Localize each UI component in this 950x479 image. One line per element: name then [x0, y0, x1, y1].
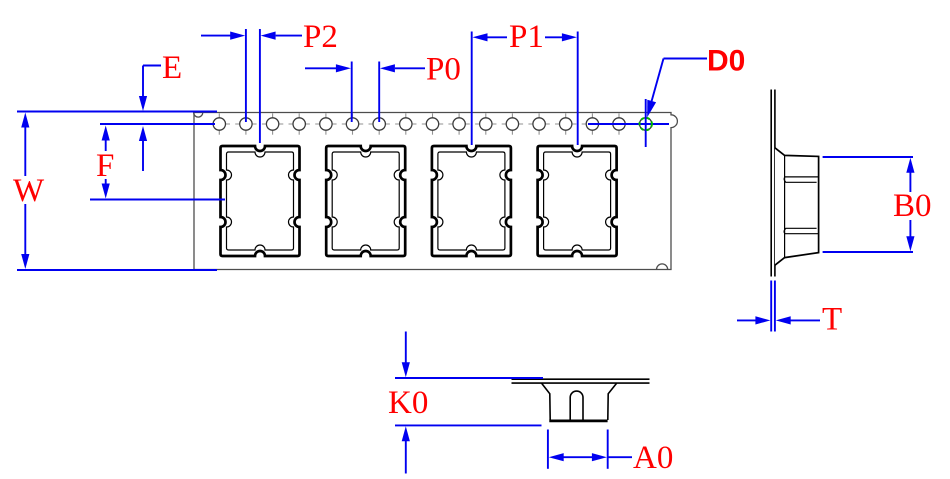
label-d0: D0 — [707, 45, 745, 78]
dimension-p2 — [201, 29, 302, 143]
label-k0: K0 — [388, 385, 428, 421]
sprocket-hole — [287, 112, 311, 136]
dimension-b0 — [822, 156, 915, 253]
component-pocket-3 — [430, 144, 513, 258]
component-pocket-2 — [324, 144, 407, 258]
component-pockets — [219, 144, 618, 258]
dimension-f — [90, 125, 225, 201]
tape-side-view — [770, 89, 820, 277]
dimension-labels: W E F P2 P0 P1 D0 B0 T K0 A0 — [13, 19, 932, 476]
d0-hole-highlight — [638, 116, 653, 132]
tape-break-mark-bottom-right — [655, 263, 669, 270]
sprocket-hole — [314, 112, 338, 136]
component-pocket-4 — [536, 144, 618, 258]
sprocket-hole — [554, 112, 578, 136]
sprocket-hole — [474, 112, 498, 136]
section-pocket-left-wall — [540, 382, 551, 421]
sprocket-hole — [527, 112, 551, 136]
dimension-e — [100, 64, 215, 171]
dimension-a0 — [546, 429, 632, 469]
sprocket-hole — [501, 112, 524, 136]
label-p0: P0 — [426, 52, 461, 88]
label-b0: B0 — [893, 188, 932, 224]
section-pocket-center-slot — [567, 390, 586, 422]
label-a0: A0 — [633, 440, 673, 476]
label-w: W — [13, 173, 45, 209]
label-p1: P1 — [509, 19, 544, 55]
sprocket-hole — [261, 112, 284, 136]
label-e: E — [162, 50, 182, 86]
dimension-p0 — [305, 61, 425, 122]
side-pocket-profile — [774, 147, 820, 266]
sprocket-hole — [447, 112, 471, 136]
side-pocket-groove-upper — [783, 176, 819, 183]
dimension-w — [17, 110, 217, 271]
dimension-d0 — [588, 57, 707, 147]
dimension-t — [737, 280, 820, 332]
tape-outline — [193, 111, 679, 271]
section-pocket-right-wall — [607, 382, 618, 421]
tape-break-mark-top-left — [192, 112, 204, 118]
dimension-k0 — [395, 331, 543, 474]
side-pocket-groove-lower — [783, 227, 819, 235]
label-f: F — [96, 148, 114, 184]
dimension-p1 — [470, 31, 579, 145]
sprocket-hole — [421, 112, 444, 136]
pocket-section-view — [511, 378, 650, 423]
label-p2: P2 — [303, 19, 338, 55]
label-t: T — [822, 302, 842, 338]
component-pocket-1 — [219, 144, 301, 258]
sprocket-hole — [394, 112, 418, 136]
tape-top-view — [192, 111, 679, 271]
